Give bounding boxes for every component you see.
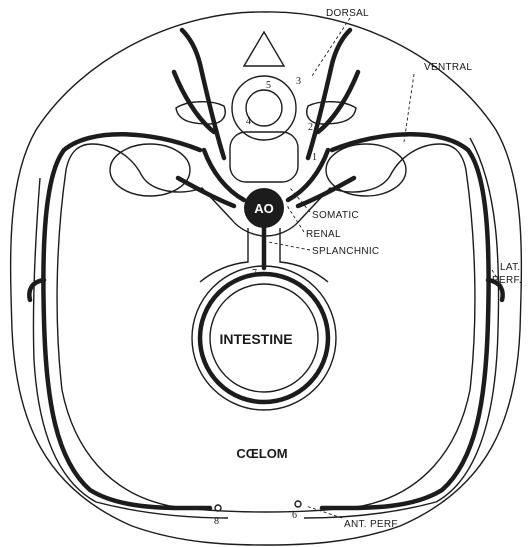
marker-7: 7	[252, 268, 257, 279]
marker-4: 4	[246, 116, 251, 127]
splanchnic-leader	[268, 242, 310, 250]
dorsal-branch-right	[308, 30, 350, 158]
coelom-label: CŒLOM	[236, 446, 287, 461]
neural-crest	[244, 32, 284, 66]
ventral-leader	[404, 74, 414, 142]
renal-label: RENAL	[306, 229, 341, 240]
aorta-label: AO	[254, 201, 274, 216]
lat-perf-label-line1: LAT.	[500, 262, 520, 273]
ant-perf-vessel-right	[295, 501, 301, 507]
marker-8: 8	[214, 516, 219, 527]
lat-perf-label-line2: PERF.	[492, 275, 522, 286]
ventral-vessel-left	[43, 134, 210, 508]
splanchnic-label: SPLANCHNIC	[312, 246, 379, 257]
neural-tube-outer	[232, 76, 296, 140]
ventral-label: VENTRAL	[424, 62, 472, 73]
neural-tube-inner	[246, 90, 282, 126]
outer-body-outline	[11, 12, 522, 545]
marker-2: 2	[308, 122, 313, 133]
ventral-vessel-right	[322, 134, 489, 508]
marker-1: 1	[312, 152, 317, 163]
mesonephros-left	[110, 144, 190, 196]
marker-6: 6	[292, 510, 297, 521]
dorsal-branch-left	[182, 30, 224, 158]
ant-perf-label: ANT. PERF.	[344, 519, 400, 530]
marker-5: 5	[266, 80, 271, 91]
marker-3: 3	[296, 76, 301, 87]
dorsal-label: DORSAL	[326, 8, 369, 19]
intestine-label: INTESTINE	[219, 331, 292, 347]
somatic-label: SOMATIC	[312, 210, 359, 221]
